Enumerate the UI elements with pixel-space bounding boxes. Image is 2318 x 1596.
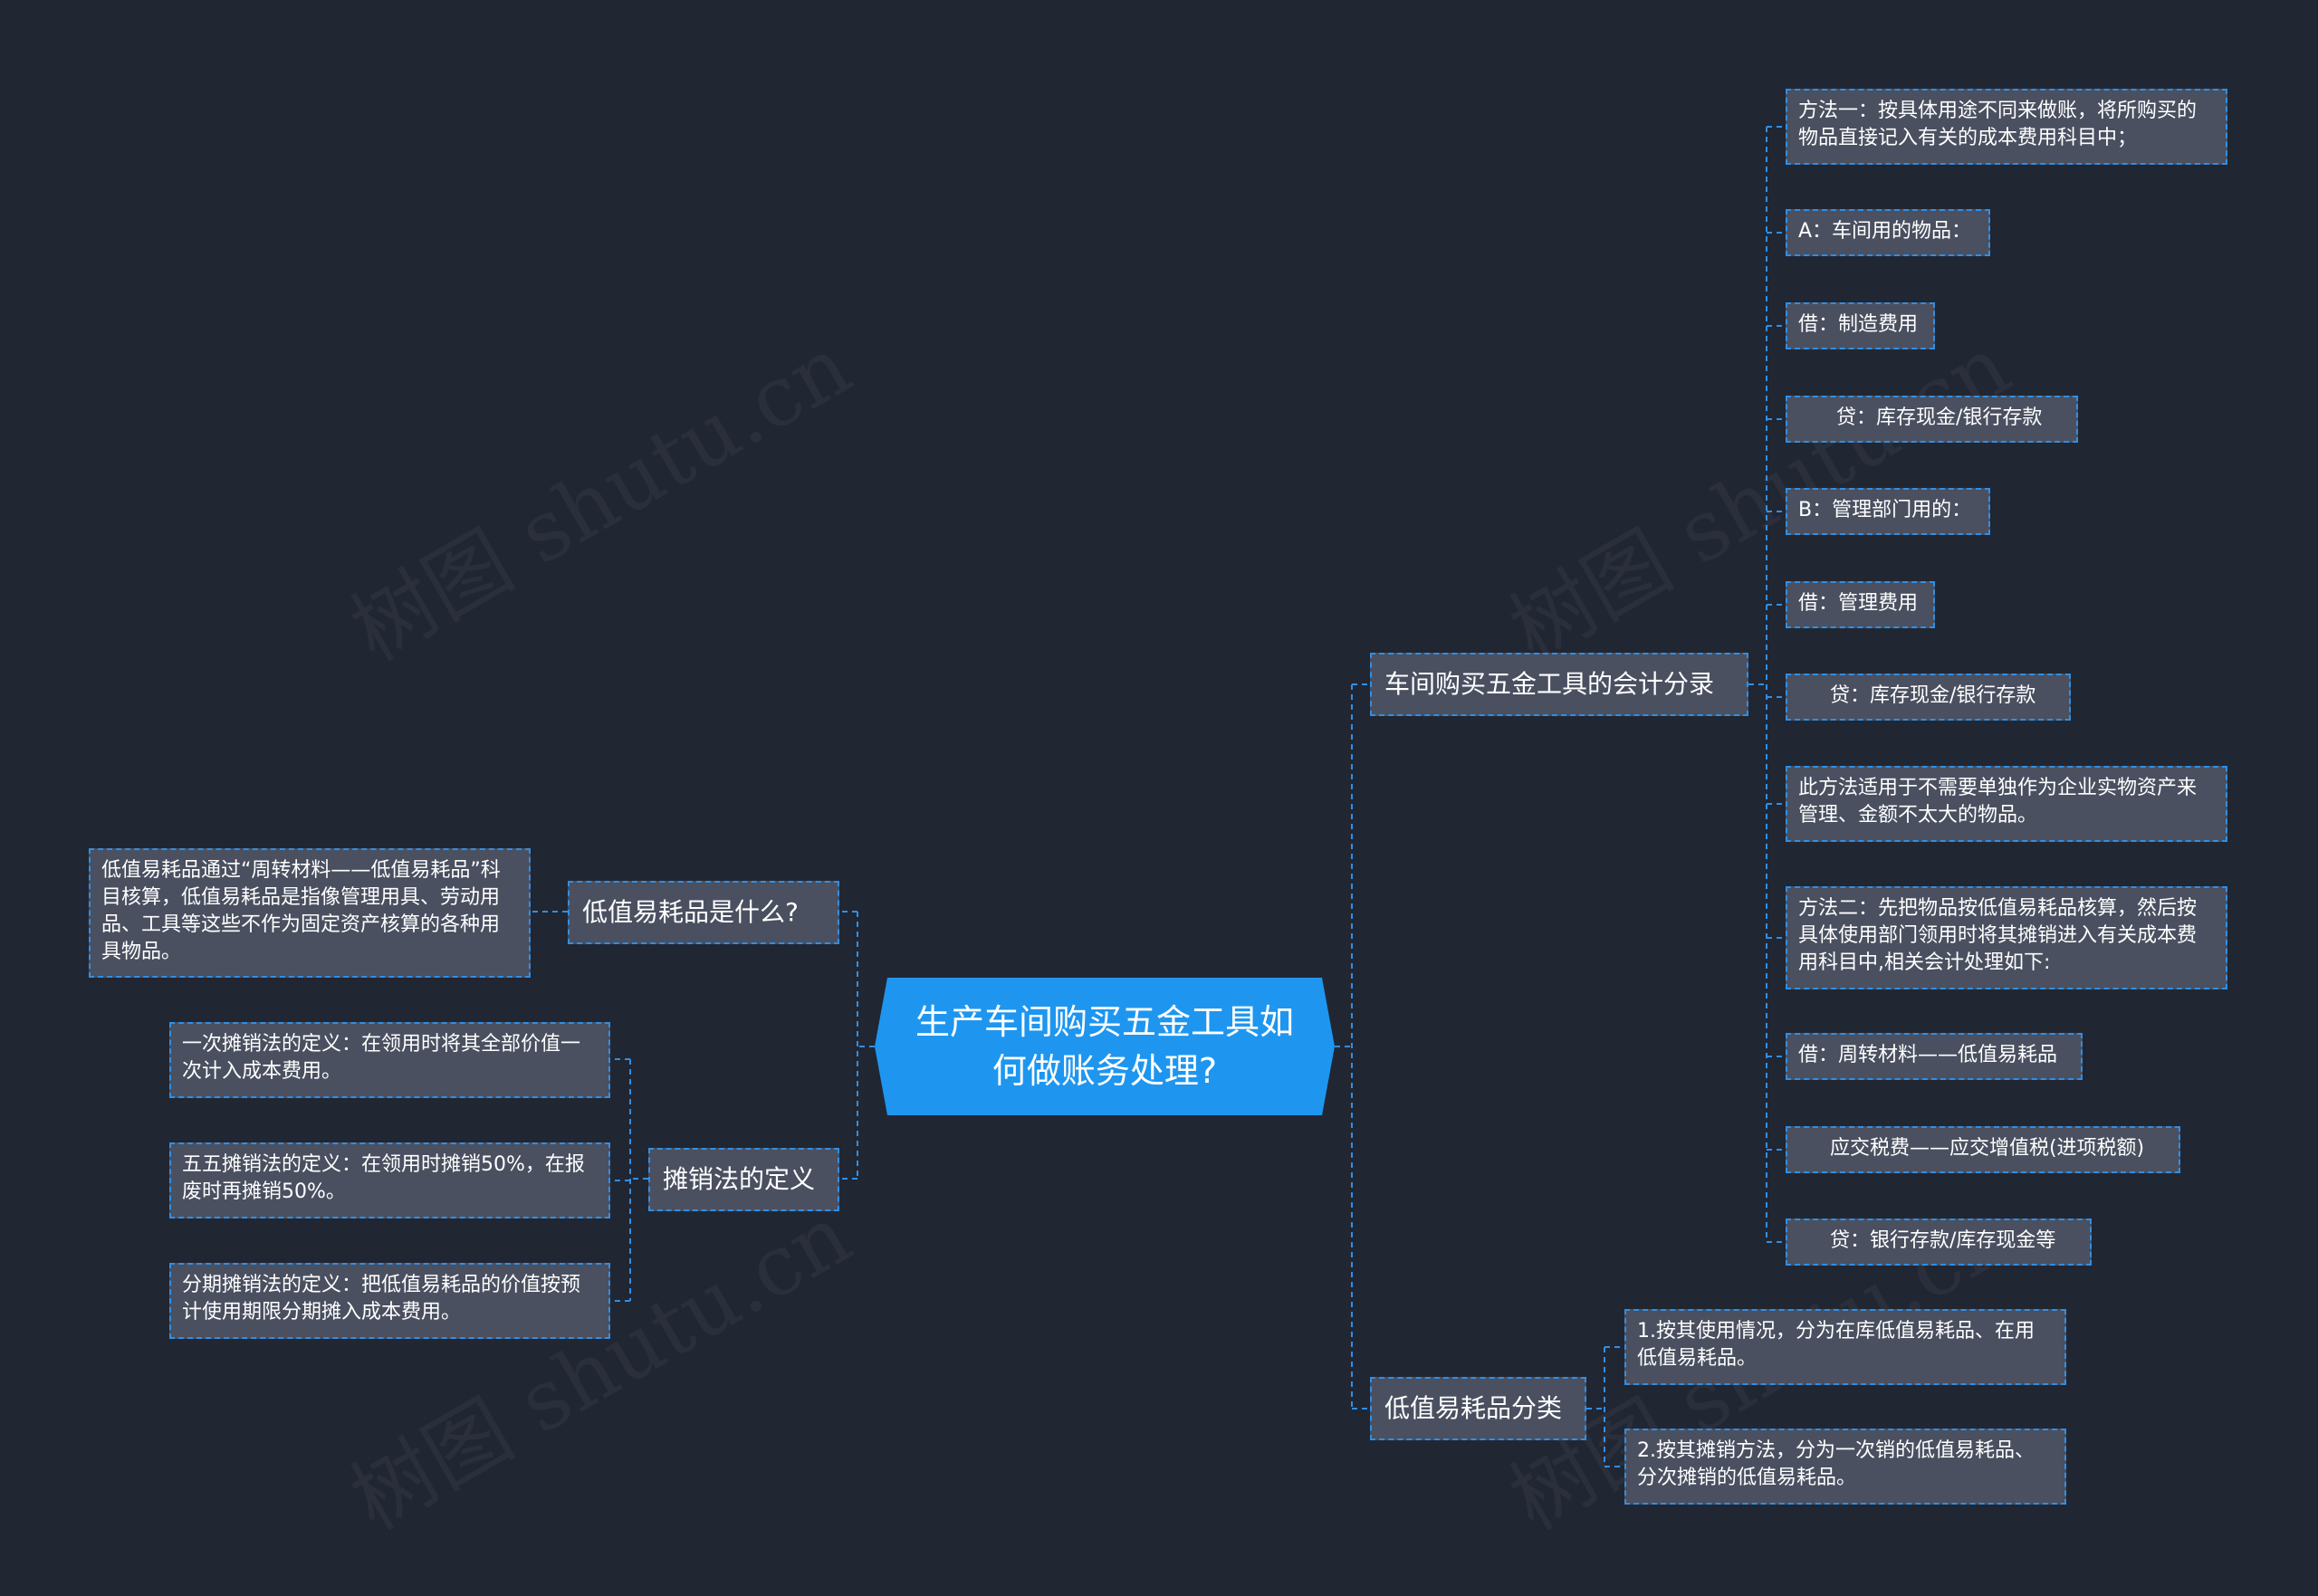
branch-classification-label: 低值易耗品分类: [1384, 1393, 1563, 1423]
leaf-accounting-6[interactable]: 借：管理费用: [1786, 581, 1935, 628]
branch-accounting-label: 车间购买五金工具的会计分录: [1384, 669, 1715, 699]
leaf-amortization-2[interactable]: 五五摊销法的定义：在领用时摊销50%，在报废时再摊销50%。: [169, 1142, 610, 1219]
branch-accounting[interactable]: 车间购买五金工具的会计分录: [1370, 653, 1748, 716]
branch-whatis[interactable]: 低值易耗品是什么?: [568, 881, 839, 944]
branch-whatis-label: 低值易耗品是什么?: [582, 897, 799, 927]
leaf-accounting-3[interactable]: 借：制造费用: [1786, 302, 1935, 349]
root-node[interactable]: 生产车间购买五金工具如何做账务处理?: [875, 978, 1335, 1115]
leaf-accounting-12[interactable]: 贷：银行存款/库存现金等: [1786, 1219, 2092, 1266]
leaf-accounting-5[interactable]: B：管理部门用的：: [1786, 488, 1990, 535]
leaf-classification-1[interactable]: 1.按其使用情况，分为在库低值易耗品、在用低值易耗品。: [1624, 1309, 2066, 1385]
leaf-accounting-8[interactable]: 此方法适用于不需要单独作为企业实物资产来管理、金额不太大的物品。: [1786, 766, 2227, 842]
root-shape: [875, 978, 1335, 1115]
leaf-accounting-4[interactable]: 贷：库存现金/银行存款: [1786, 396, 2078, 443]
leaf-accounting-1[interactable]: 方法一：按具体用途不同来做账，将所购买的物品直接记入有关的成本费用科目中；: [1786, 89, 2227, 165]
leaf-amortization-1[interactable]: 一次摊销法的定义：在领用时将其全部价值一次计入成本费用。: [169, 1022, 610, 1098]
leaf-accounting-10[interactable]: 借：周转材料——低值易耗品: [1786, 1033, 2083, 1080]
leaf-classification-2[interactable]: 2.按其摊销方法，分为一次销的低值易耗品、分次摊销的低值易耗品。: [1624, 1429, 2066, 1505]
leaf-accounting-9[interactable]: 方法二：先把物品按低值易耗品核算，然后按具体使用部门领用时将其摊销进入有关成本费…: [1786, 886, 2227, 989]
branch-amortization-label: 摊销法的定义: [663, 1164, 816, 1194]
root-label: 生产车间购买五金工具如何做账务处理?: [915, 1002, 1294, 1091]
branch-amortization[interactable]: 摊销法的定义: [648, 1148, 839, 1211]
leaf-accounting-7[interactable]: 贷：库存现金/银行存款: [1786, 674, 2071, 721]
leaf-accounting-2[interactable]: A：车间用的物品：: [1786, 209, 1990, 256]
leaf-amortization-3[interactable]: 分期摊销法的定义：把低值易耗品的价值按预计使用期限分期摊入成本费用。: [169, 1263, 610, 1339]
leaf-accounting-11[interactable]: 应交税费——应交增值税(进项税额): [1786, 1126, 2180, 1173]
branch-classification[interactable]: 低值易耗品分类: [1370, 1377, 1586, 1440]
leaf-whatis-1[interactable]: 低值易耗品通过“周转材料——低值易耗品”科目核算，低值易耗品是指像管理用具、劳动…: [89, 848, 531, 978]
